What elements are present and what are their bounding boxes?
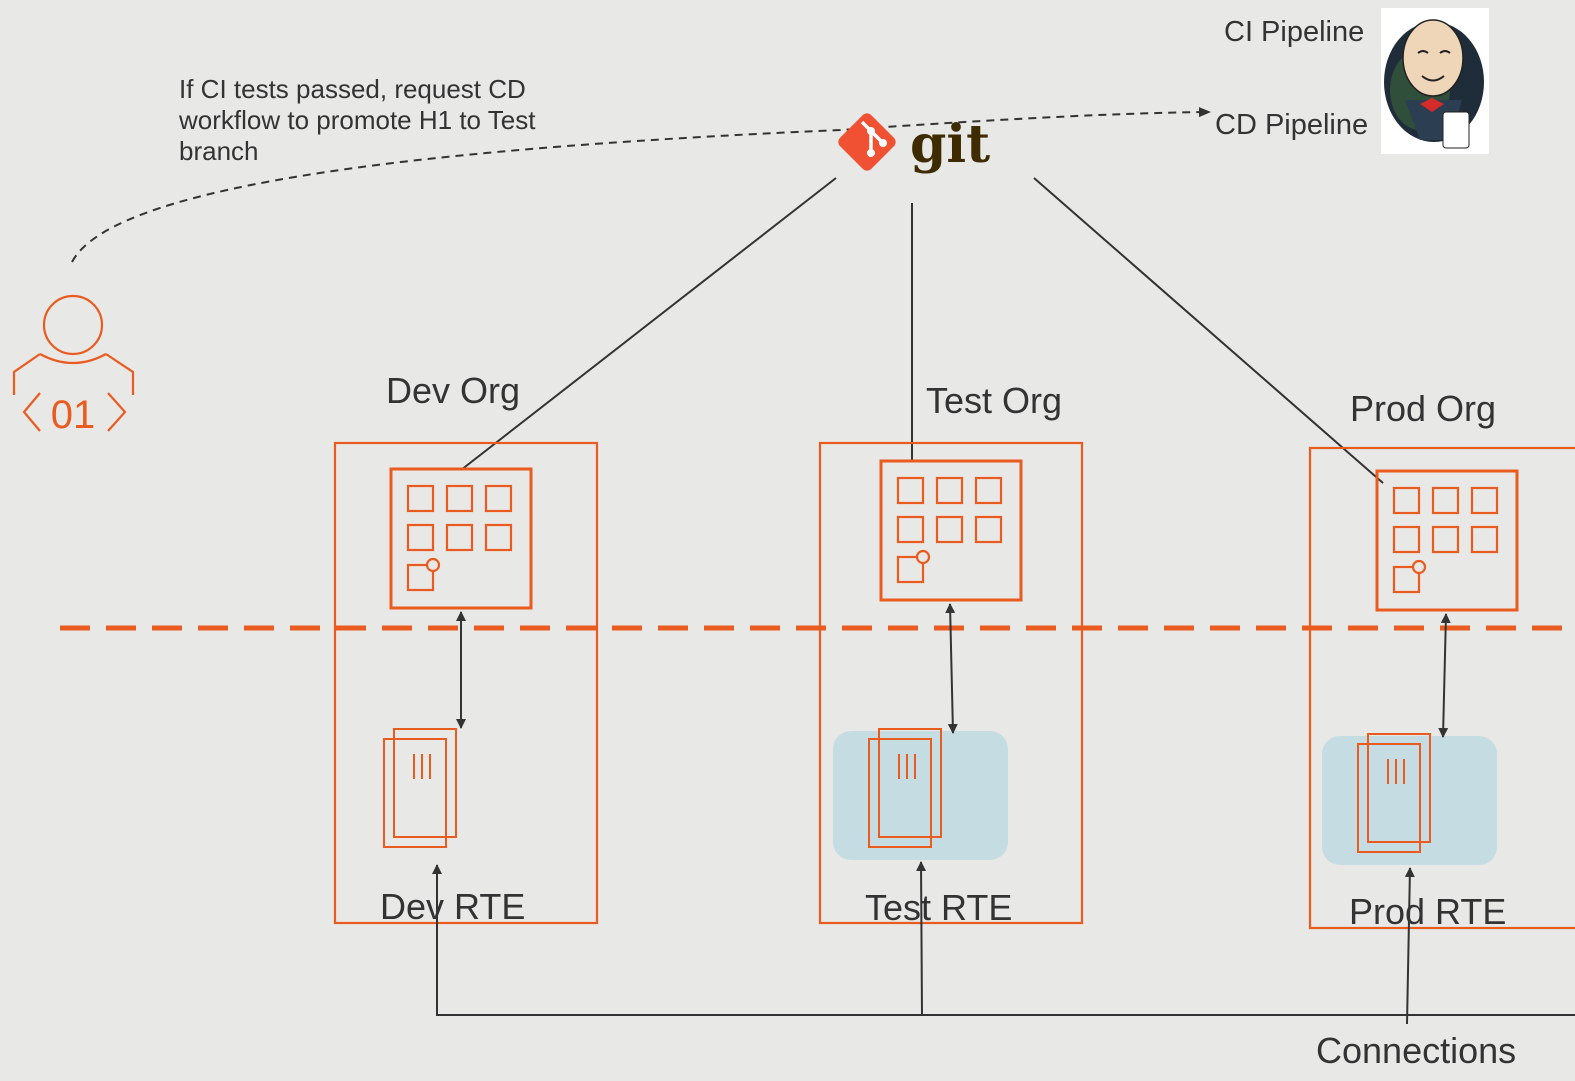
- prod-org-box: [1308, 446, 1575, 930]
- test-rte-label: Test RTE: [865, 887, 1013, 928]
- prod-rte-highlight: [1322, 736, 1497, 865]
- prod-app-icon: [1375, 469, 1519, 612]
- dev-org-box: [333, 441, 599, 925]
- cd-request-arrow: [71, 107, 1211, 263]
- test-org-box: [818, 441, 1084, 925]
- cd-request-note: If CI tests passed, request CD workflow …: [179, 74, 599, 167]
- note-line: If CI tests passed, request CD: [179, 74, 526, 104]
- connections-to-test-line: [916, 861, 927, 1016]
- developer-code-label: 01: [51, 393, 96, 437]
- note-line: branch: [179, 136, 259, 166]
- dev-rte-label: Dev RTE: [380, 886, 526, 927]
- prod-app-rte-link: [1438, 613, 1451, 738]
- prod-runtime-icon: [1357, 733, 1431, 853]
- note-line: workflow to promote H1 to Test: [179, 105, 536, 135]
- test-app-rte-link: [945, 603, 958, 734]
- test-runtime-icon: [868, 728, 942, 848]
- dev-org-label: Dev Org: [386, 370, 521, 411]
- dev-app-icon: [389, 467, 533, 610]
- git-logo-icon: [838, 113, 896, 171]
- prod-rte-label: Prod RTE: [1349, 891, 1507, 932]
- prod-org-label: Prod Org: [1350, 388, 1497, 429]
- cd-pipeline-label: CD Pipeline: [1215, 109, 1369, 141]
- git-wordmark: git: [910, 114, 990, 175]
- jenkins-butler-icon: [1381, 8, 1489, 154]
- connections-to-dev-line: [432, 864, 1575, 1016]
- dev-runtime-icon: [383, 728, 457, 848]
- git-to-dev-line: [460, 177, 837, 471]
- test-app-icon: [879, 459, 1023, 602]
- connections-to-prod-line: [1404, 867, 1415, 1025]
- test-org-label: Test Org: [926, 380, 1063, 421]
- git-to-prod-line: [1033, 177, 1384, 484]
- developer-code-icon: [12, 294, 135, 432]
- test-rte-highlight: [833, 731, 1008, 860]
- connections-label: Connections: [1316, 1030, 1517, 1071]
- ci-pipeline-label: CI Pipeline: [1224, 16, 1365, 48]
